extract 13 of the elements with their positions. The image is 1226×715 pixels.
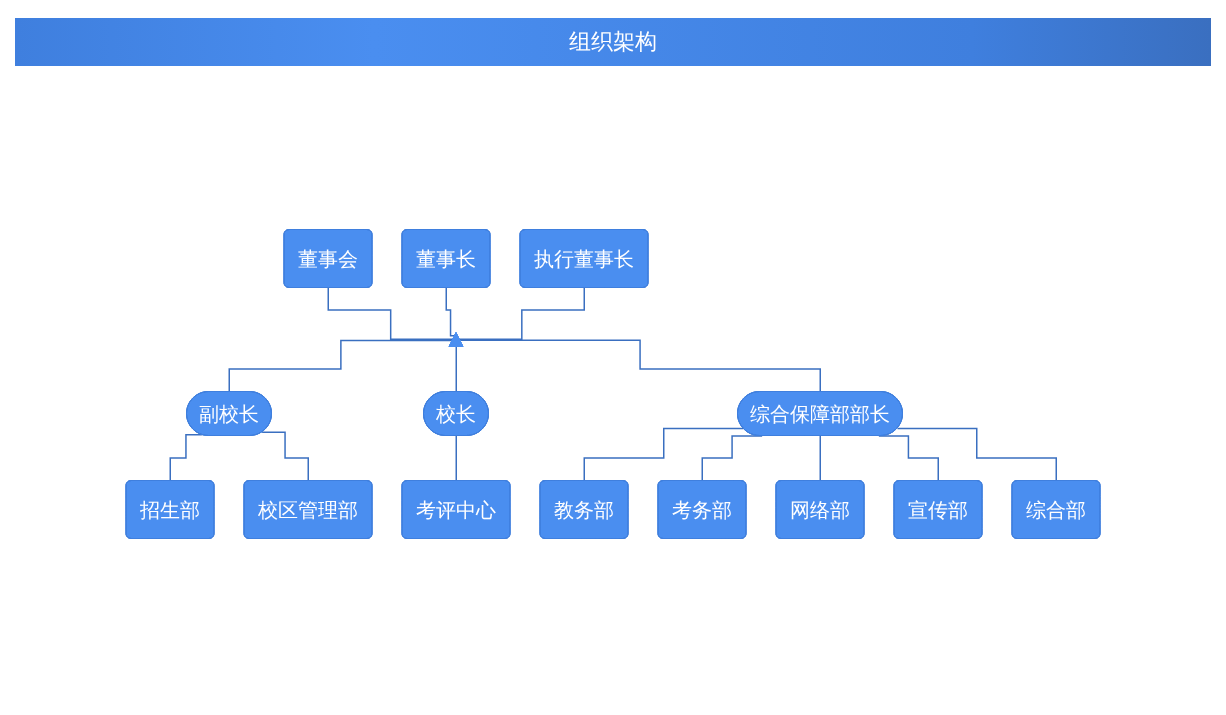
connector xyxy=(327,287,455,341)
connector xyxy=(819,435,822,482)
connector xyxy=(459,339,822,393)
connector xyxy=(445,287,456,337)
connector xyxy=(228,339,454,393)
title-banner: 组织架构 xyxy=(15,18,1211,66)
connector xyxy=(261,431,310,482)
connector xyxy=(455,346,458,393)
connector xyxy=(896,427,1058,482)
connector xyxy=(458,287,586,341)
connector xyxy=(169,434,203,482)
connector xyxy=(583,427,745,482)
connector xyxy=(455,435,458,482)
